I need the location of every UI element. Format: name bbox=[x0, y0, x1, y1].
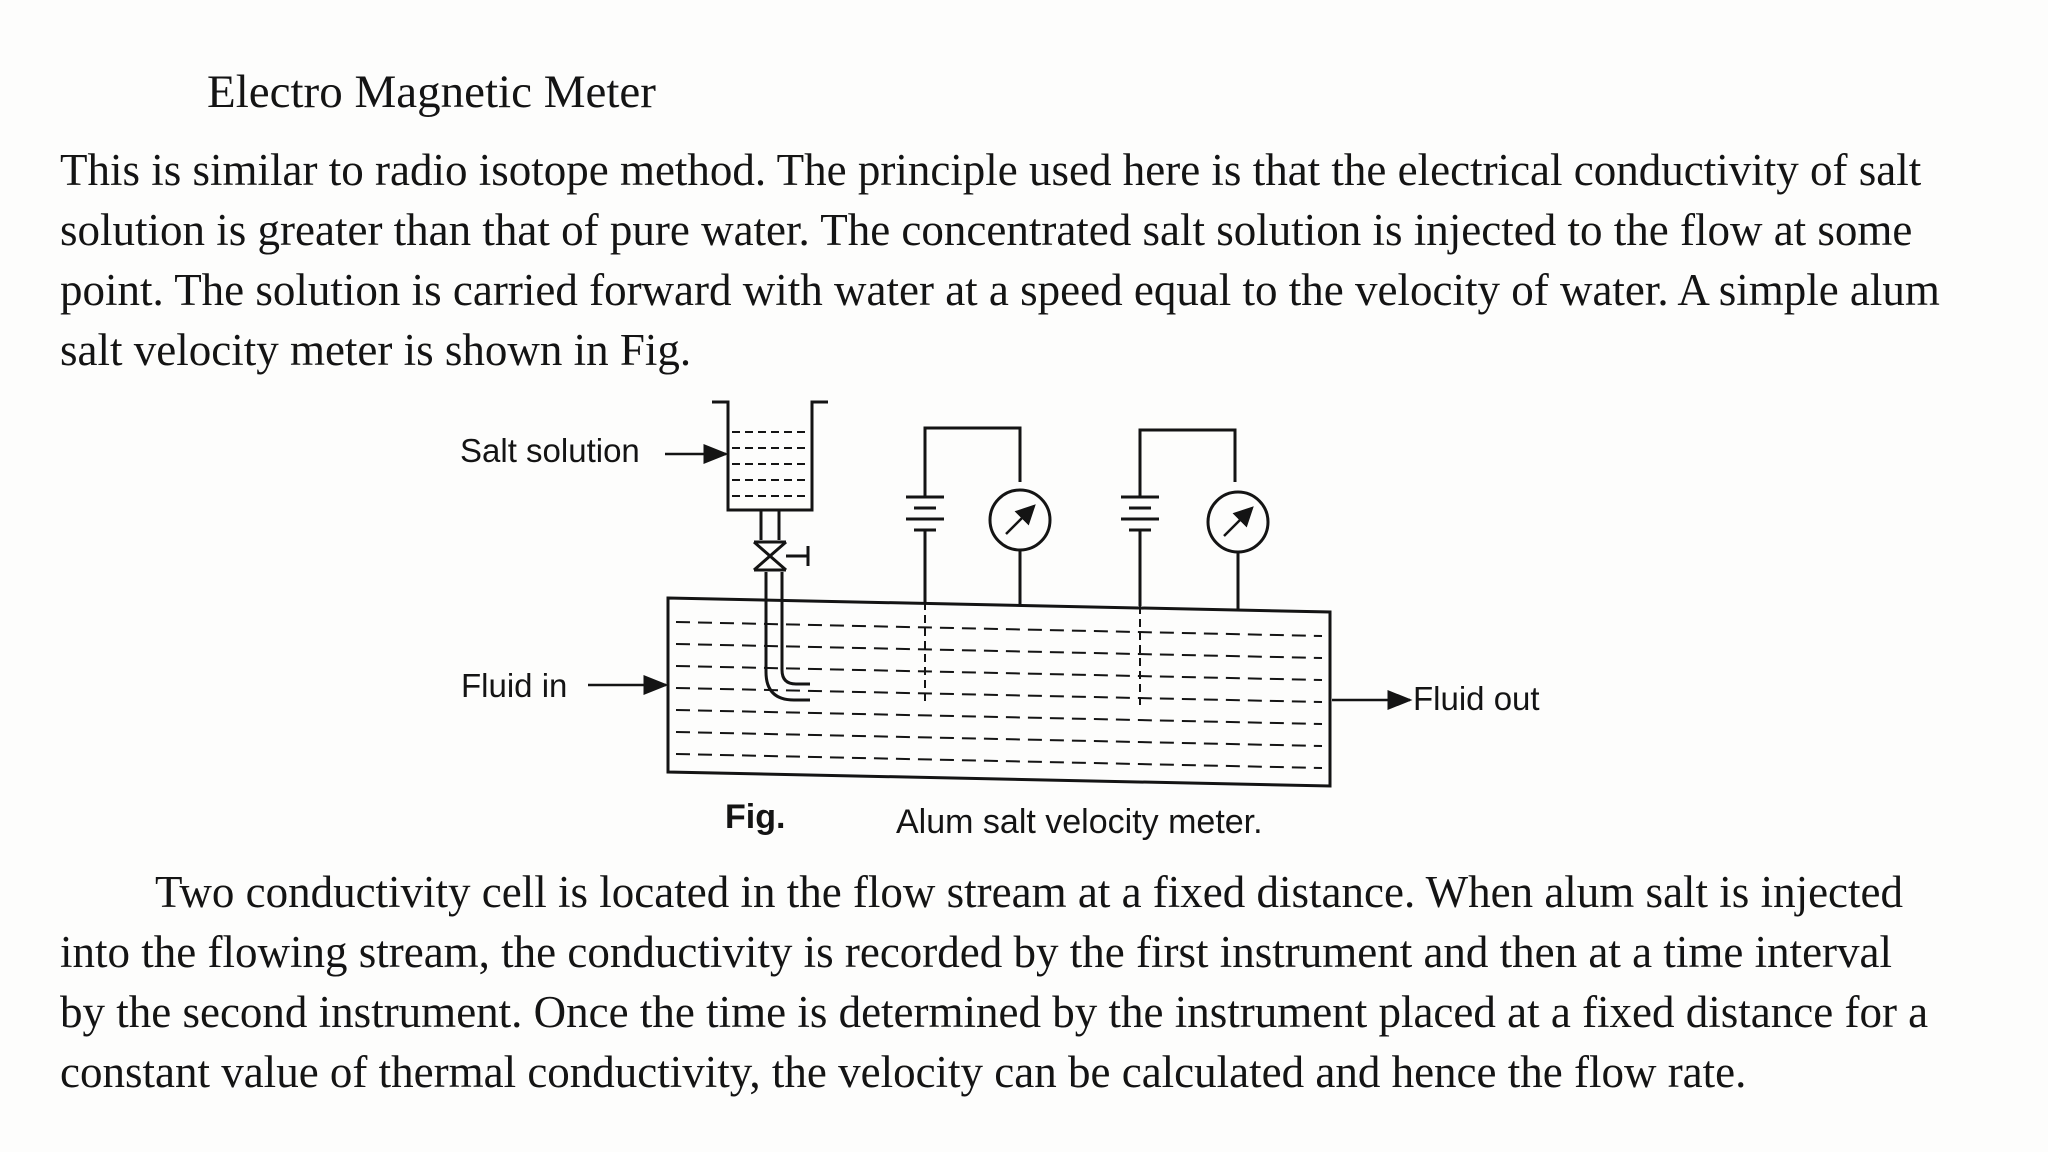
injection-pipe bbox=[759, 510, 810, 702]
label-salt-solution: Salt solution bbox=[460, 432, 640, 469]
intro-paragraph: This is similar to radio isotope method.… bbox=[60, 140, 1965, 380]
conductivity-cell-1 bbox=[906, 426, 1052, 706]
salt-solution-tank bbox=[712, 400, 828, 512]
explanation-paragraph: Two conductivity cell is located in the … bbox=[60, 862, 1965, 1102]
battery-icon bbox=[1121, 495, 1159, 532]
battery-icon bbox=[906, 495, 944, 532]
figure-caption: Alum salt velocity meter. bbox=[896, 803, 1263, 841]
conductivity-cell-2 bbox=[1121, 428, 1270, 708]
paragraph-line: by the second instrument. Once the time … bbox=[60, 987, 1929, 1037]
label-fluid-out: Fluid out bbox=[1413, 680, 1540, 717]
paragraph-line: constant value of thermal conductivity, … bbox=[60, 1047, 1747, 1097]
paragraph-line: into the flowing stream, the conductivit… bbox=[60, 927, 1893, 977]
paragraph-line: solution is greater than that of pure wa… bbox=[60, 205, 1913, 255]
flow-channel bbox=[666, 596, 1332, 788]
label-fluid-in: Fluid in bbox=[461, 667, 567, 704]
paragraph-line: Two conductivity cell is located in the … bbox=[155, 867, 1903, 917]
figure-caption-prefix: Fig. bbox=[725, 798, 785, 836]
paragraph-line: point. The solution is carried forward w… bbox=[60, 265, 1940, 315]
section-heading: Electro Magnetic Meter bbox=[207, 66, 656, 118]
paragraph-line: This is similar to radio isotope method.… bbox=[60, 145, 1922, 195]
paragraph-line: salt velocity meter is shown in Fig. bbox=[60, 325, 692, 375]
control-valve bbox=[753, 540, 810, 572]
